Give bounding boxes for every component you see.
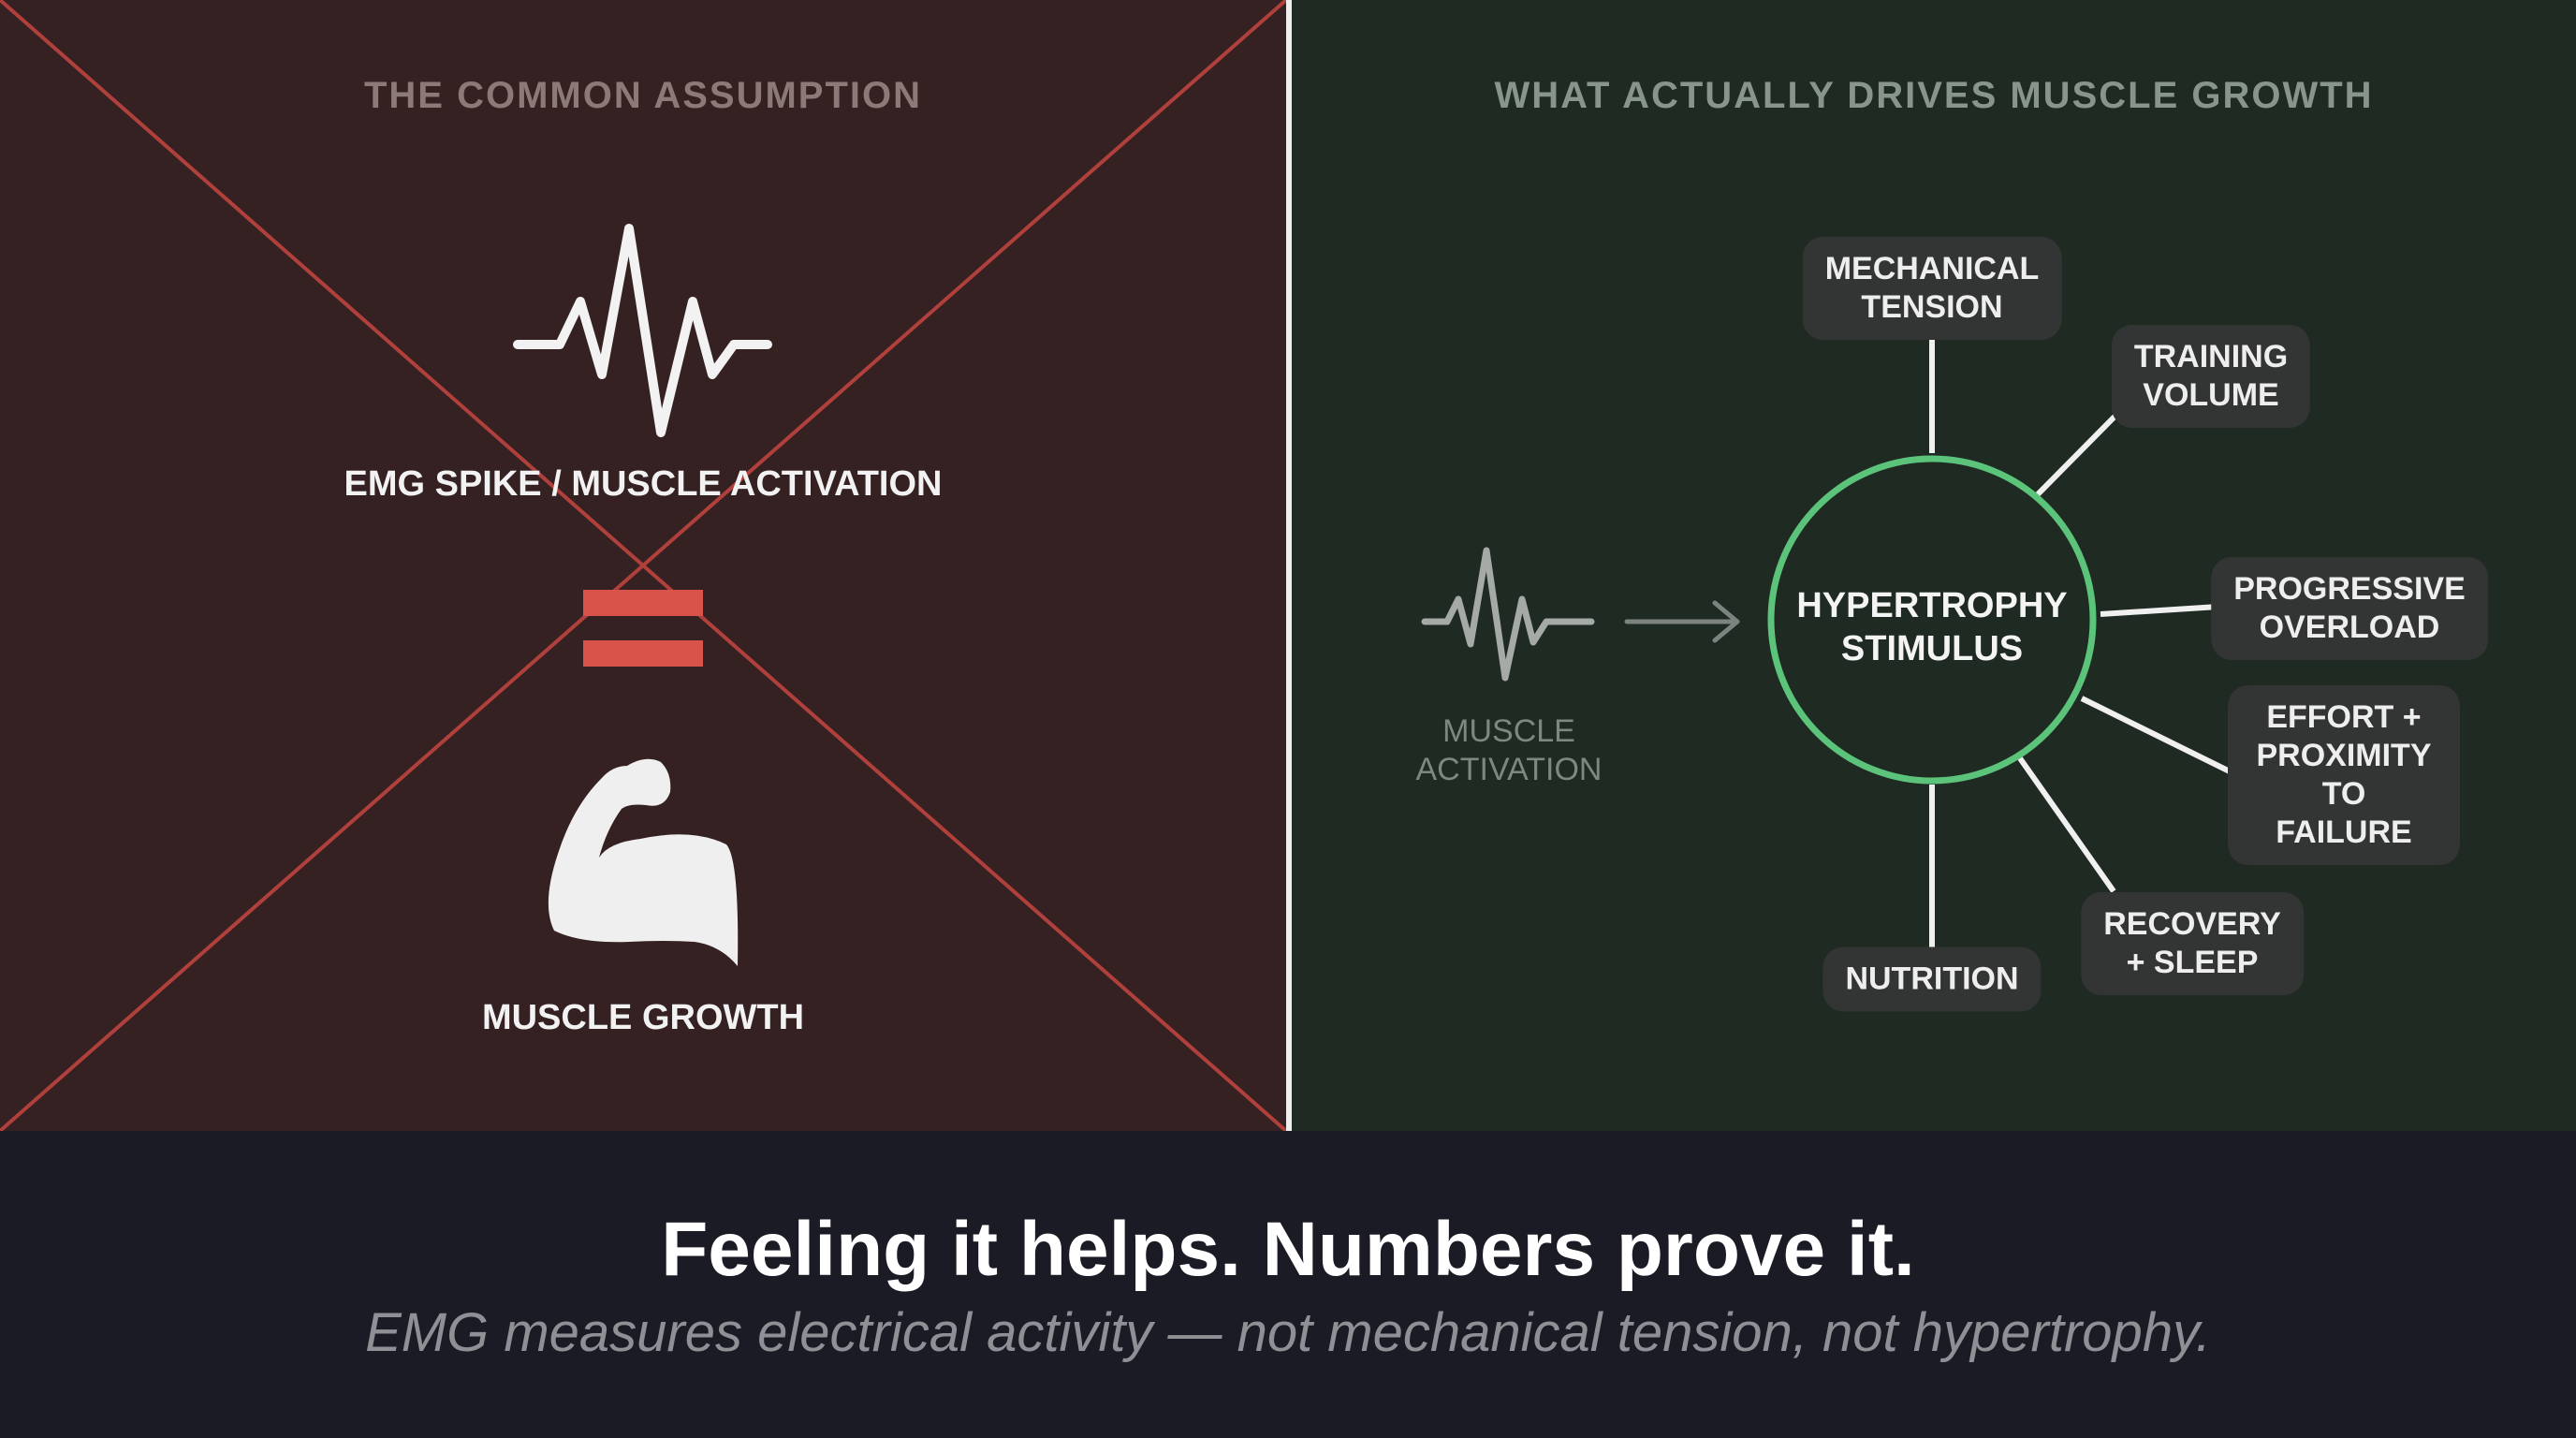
factor-progressive-overload: PROGRESSIVE OVERLOAD xyxy=(2211,557,2488,660)
muscle-growth-label: MUSCLE GROWTH xyxy=(481,998,805,1037)
factor-recovery-sleep: RECOVERY + SLEEP xyxy=(2081,892,2304,995)
cross-out-lines xyxy=(0,0,1286,1131)
caption-footer: Feeling it helps. Numbers prove it. EMG … xyxy=(0,1131,2576,1438)
emg-waveform-icon xyxy=(513,224,772,437)
factor-training-volume: TRAINING VOLUME xyxy=(2111,325,2311,428)
factor-nutrition: NUTRITION xyxy=(1822,946,2042,1012)
growth-drivers-panel: WHAT ACTUALLY DRIVES MUSCLE GROWTH MUSCL… xyxy=(1292,0,2576,1131)
right-panel-title: WHAT ACTUALLY DRIVES MUSCLE GROWTH xyxy=(1494,75,2374,116)
factor-mechanical-tension: MECHANICAL TENSION xyxy=(1802,237,2062,340)
spoke-effort xyxy=(2080,696,2232,774)
drivers-diagram xyxy=(1421,337,2232,947)
muscle-activation-label: MUSCLE ACTIVATION xyxy=(1415,713,1603,787)
panel-divider xyxy=(1286,0,1292,1131)
cross-line-2 xyxy=(0,0,1286,1131)
left-panel-title: THE COMMON ASSUMPTION xyxy=(363,75,923,116)
spoke-progressive-overload xyxy=(2100,604,2219,617)
subline: EMG measures electrical activity — not m… xyxy=(365,1302,2211,1363)
factor-effort-proximity: EFFORT + PROXIMITY TO FAILURE xyxy=(2228,685,2460,865)
spoke-training-volume xyxy=(2035,409,2122,497)
common-assumption-panel: THE COMMON ASSUMPTION EMG SPIKE / MUSCLE… xyxy=(0,0,1286,1131)
spoke-recovery xyxy=(2017,756,2116,893)
equals-sign-icon xyxy=(583,590,703,667)
hypertrophy-hub-ring xyxy=(1767,455,2097,785)
hypertrophy-stimulus-label: HYPERTROPHY STIMULUS xyxy=(1796,586,2068,668)
flexed-bicep-icon xyxy=(548,758,739,966)
arrow-right-icon xyxy=(1624,600,1740,643)
headline: Feeling it helps. Numbers prove it. xyxy=(661,1207,1915,1292)
emg-waveform-icon xyxy=(1421,547,1595,682)
emg-spike-label: EMG SPIKE / MUSCLE ACTIVATION xyxy=(344,464,943,504)
left-icons xyxy=(513,224,772,966)
